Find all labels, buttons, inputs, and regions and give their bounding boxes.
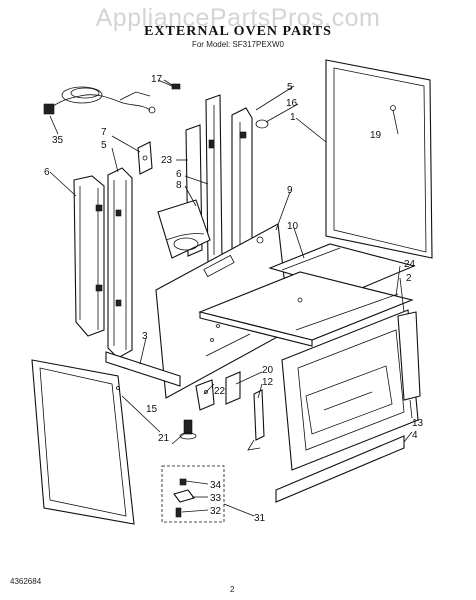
screw-part-17[interactable]: [157, 79, 181, 90]
leader-lines: [49, 79, 413, 517]
callout-2: 2: [406, 273, 412, 284]
callout-23: 23: [161, 155, 173, 166]
vent-housing-part-8[interactable]: [157, 199, 211, 259]
side-panel-left[interactable]: [73, 175, 105, 337]
callout-22: 22: [214, 386, 226, 397]
callout-4: 4: [412, 430, 418, 441]
watermark: AppliancePartsPros.com: [95, 4, 381, 32]
callout-17: 17: [151, 74, 163, 85]
bracket-part-20[interactable]: [225, 371, 241, 405]
callout-8: 8: [176, 180, 182, 191]
footer-code: 4362684: [10, 577, 42, 586]
callout-5-left: 5: [101, 140, 107, 151]
oven-door-frame-part-2[interactable]: [281, 309, 419, 471]
callout-3: 3: [142, 331, 148, 342]
callout-9: 9: [287, 185, 293, 196]
callout-20: 20: [262, 365, 274, 376]
callout-10: 10: [287, 221, 299, 232]
callout-12: 12: [262, 377, 274, 388]
leveling-leg-part-21[interactable]: [179, 419, 197, 440]
callout-16: 16: [286, 98, 298, 109]
callout-6-center: 6: [176, 169, 182, 180]
bracket-part-22[interactable]: [195, 379, 215, 411]
model-subtitle: For Model: SF317PEXW0: [191, 40, 285, 49]
callout-34: 34: [210, 480, 222, 491]
side-panel-left-part-15[interactable]: [31, 359, 135, 525]
diagram-title: EXTERNAL OVEN PARTS: [144, 24, 332, 39]
callout-5-right: 5: [287, 82, 293, 93]
hardware-kit-box[interactable]: [161, 465, 225, 523]
callout-32: 32: [210, 506, 222, 517]
callout-21: 21: [158, 433, 170, 444]
callout-31: 31: [254, 513, 266, 524]
callout-6-left: 6: [44, 167, 50, 178]
side-panel-right-part-1[interactable]: [325, 59, 433, 259]
callout-1: 1: [290, 112, 296, 123]
callout-24: 24: [404, 259, 416, 270]
oven-bottom-part-24[interactable]: [198, 271, 414, 347]
callout-15: 15: [146, 404, 158, 415]
strip-part-12[interactable]: [247, 389, 265, 451]
power-cord-part[interactable]: [43, 86, 156, 115]
callout-13: 13: [412, 418, 424, 429]
front-rail-left[interactable]: [107, 167, 133, 359]
callout-35: 35: [52, 135, 64, 146]
bracket-part-23[interactable]: [137, 141, 153, 175]
callout-19: 19: [370, 130, 382, 141]
trim-part-13[interactable]: [397, 311, 421, 401]
base-rail-part-3[interactable]: [105, 351, 181, 387]
footer-page-number: 2: [230, 585, 235, 594]
callout-33: 33: [210, 493, 222, 504]
kick-plate-part-4[interactable]: [275, 435, 405, 503]
callout-7: 7: [101, 127, 107, 138]
